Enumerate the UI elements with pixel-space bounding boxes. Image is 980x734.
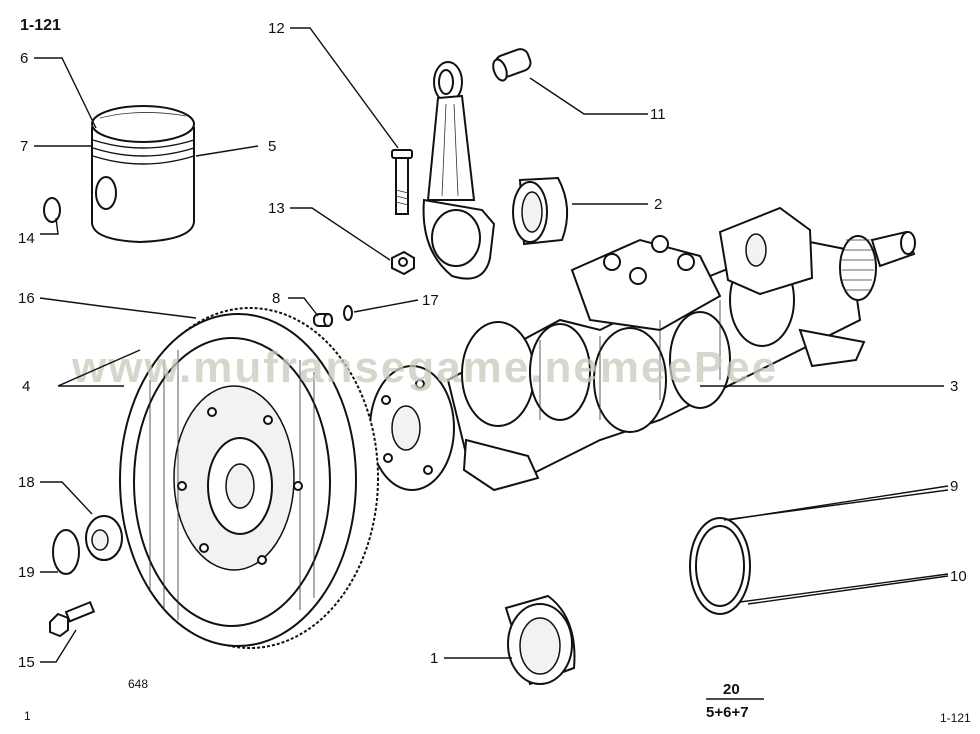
piston [91,105,195,244]
bearing-circlip [52,529,80,575]
callout-18: 18 [18,474,35,491]
callout-19: 19 [18,564,35,581]
callout-5: 5 [268,138,276,155]
connecting-rod [422,61,496,280]
top-reference: 1-121 [20,17,61,34]
callout-2: 2 [654,196,662,213]
small-end-bushing [492,48,532,82]
callout-4: 4 [22,378,30,395]
callout-16: 16 [18,290,35,307]
callout-10: 10 [950,568,967,585]
bottom-reference: 1-121 [940,711,971,725]
callout-labels: 1 2 3 4 5 6 7 8 9 10 11 12 13 14 15 16 1… [18,20,967,671]
callout-13: 13 [268,200,285,217]
callout-8: 8 [272,290,280,307]
callout-15: 15 [18,654,35,671]
callout-11: 11 [650,106,666,123]
page-number: 1 [24,709,31,723]
callout-14: 14 [18,230,35,247]
flywheel [119,307,379,649]
main-bearing-shell [504,594,576,686]
callout-1: 1 [430,650,438,667]
fraction-denominator: 5+6+7 [706,704,749,721]
flywheel-bolt [49,600,96,638]
crankshaft [369,206,916,492]
callout-9: 9 [950,478,958,495]
pilot-bearing [85,515,123,561]
connecting-rod-bearing [512,176,569,246]
drawing-code: 648 [128,677,148,691]
callout-7: 7 [20,138,28,155]
piston-pin-circlip [43,197,61,223]
callout-17: 17 [422,292,439,309]
leader-lines [34,27,949,663]
dowel-pin [313,313,333,327]
connecting-rod-bolt [391,149,413,215]
thrust-washer [689,489,949,615]
connecting-rod-nut [391,250,415,276]
callout-6: 6 [20,50,28,67]
callout-12: 12 [268,20,285,37]
callout-3: 3 [950,378,958,395]
fraction-numerator: 20 [723,681,740,698]
retaining-ring [343,305,353,321]
watermark: www.mufransegame.nemeePee [71,343,778,392]
